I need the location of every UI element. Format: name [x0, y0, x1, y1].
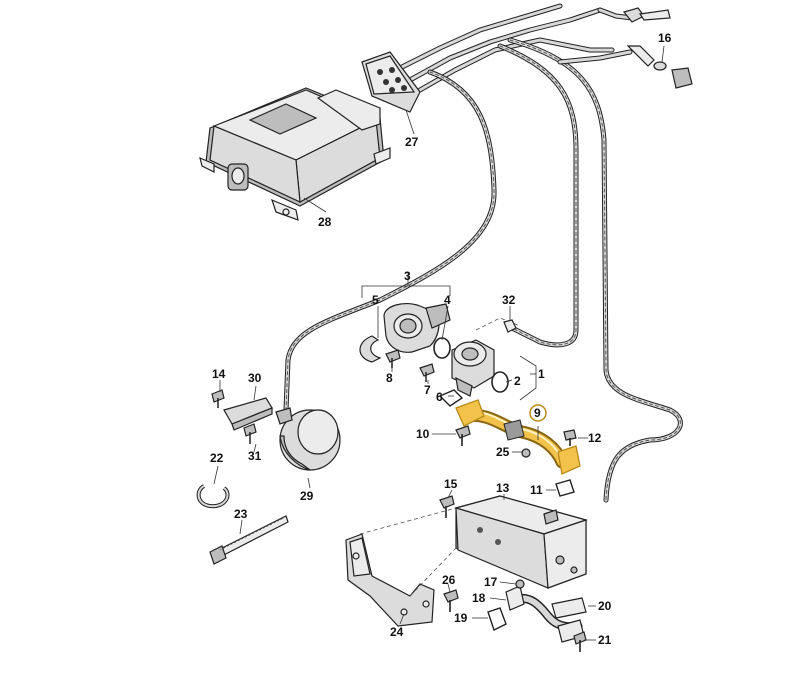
- label-3: 3: [404, 269, 411, 283]
- label-18: 18: [472, 591, 486, 605]
- screws-cooler: [439, 495, 459, 612]
- leader-lines: [213, 45, 665, 641]
- label-31: 31: [248, 449, 262, 463]
- label-1: 1: [538, 367, 545, 381]
- label-29: 29: [300, 489, 314, 503]
- control-unit-28: [199, 87, 391, 221]
- label-2: 2: [514, 374, 521, 388]
- part-labels: 16 27 28 3 5 4 32 1 2 8 7 6 9 10 12 25 1…: [210, 31, 672, 647]
- label-7: 7: [424, 383, 431, 397]
- bracket-24: [345, 507, 457, 627]
- vacuum-reservoir-29: [275, 407, 341, 471]
- cable-tie-23: [209, 515, 289, 565]
- egr-pipe-9: [455, 399, 581, 475]
- label-17: 17: [484, 575, 498, 589]
- pipe-18-assembly: [487, 579, 587, 652]
- label-11: 11: [530, 483, 543, 497]
- label-8: 8: [386, 371, 393, 385]
- label-23: 23: [234, 507, 248, 521]
- label-30: 30: [248, 371, 262, 385]
- vacuum-lines: [283, 3, 683, 503]
- label-4: 4: [444, 293, 451, 307]
- label-16: 16: [658, 31, 672, 45]
- label-10: 10: [416, 427, 430, 441]
- label-22: 22: [210, 451, 224, 465]
- bracket-30: [211, 389, 273, 444]
- label-32: 32: [502, 293, 516, 307]
- label-25: 25: [496, 445, 510, 459]
- label-6: 6: [436, 390, 443, 404]
- label-13: 13: [496, 481, 510, 495]
- label-19: 19: [454, 611, 468, 625]
- label-9: 9: [534, 406, 541, 420]
- label-28: 28: [318, 215, 332, 229]
- label-12: 12: [588, 431, 602, 445]
- sensor-16: [622, 7, 693, 89]
- label-9-marker: [529, 404, 547, 422]
- label-15: 15: [444, 477, 458, 491]
- connector-27: [361, 51, 421, 113]
- clamp-22: [196, 484, 230, 509]
- label-21: 21: [598, 633, 612, 647]
- label-20: 20: [598, 599, 612, 613]
- label-5: 5: [372, 293, 379, 307]
- label-24: 24: [390, 625, 404, 639]
- screws-egr: [455, 425, 577, 497]
- egr-valve-group: [359, 272, 537, 407]
- label-26: 26: [442, 573, 456, 587]
- label-14: 14: [212, 367, 226, 381]
- label-27: 27: [405, 135, 419, 149]
- egr-cooler-13: [453, 495, 589, 589]
